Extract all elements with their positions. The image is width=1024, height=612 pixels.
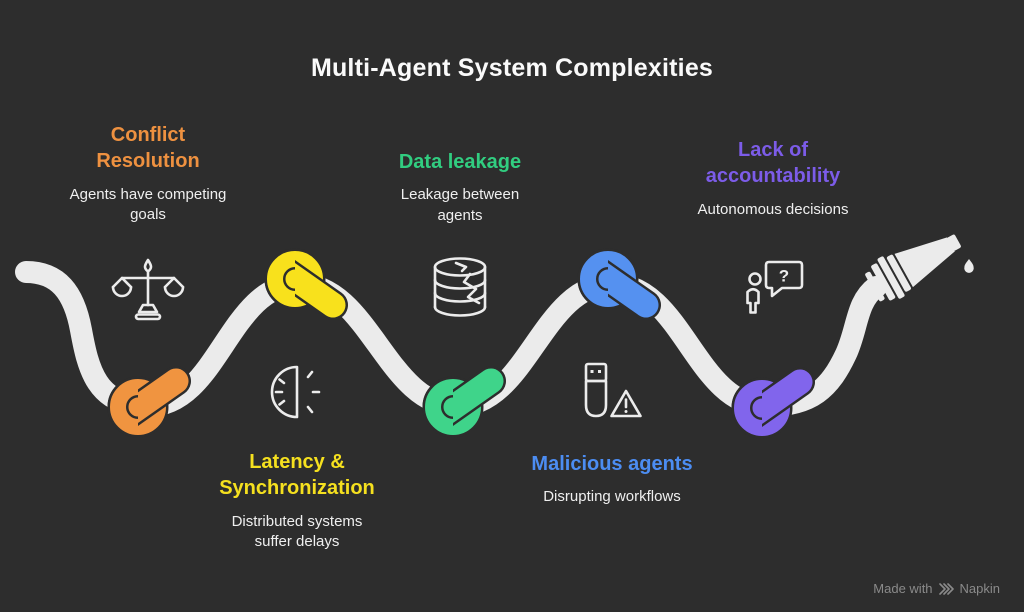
watermark-prefix: Made with — [873, 581, 933, 596]
half-clock-icon — [270, 365, 321, 419]
water-drop-icon — [964, 259, 974, 273]
knot-malicious-agents — [577, 248, 661, 320]
napkin-logo-icon — [938, 582, 954, 595]
section-subtitle: Autonomous decisions — [697, 200, 849, 218]
nozzle — [865, 234, 961, 302]
section-title: Malicious agents — [531, 453, 693, 475]
section-subtitle: Distributed systems suffer delays — [231, 512, 363, 551]
knot-shape — [586, 259, 659, 318]
section-subtitle: Agents have competing goals — [69, 185, 227, 224]
knot-shape — [116, 368, 189, 427]
section-title: Data leakage — [398, 151, 522, 173]
knot-shape — [734, 380, 763, 436]
section-subtitle: Disrupting workflows — [543, 488, 681, 506]
person-question-icon: ? — [746, 260, 804, 314]
knots-layer — [107, 248, 815, 439]
section-title: Latency & Synchronization — [219, 451, 375, 500]
svg-text:?: ? — [779, 267, 789, 286]
knot-shape — [110, 379, 139, 435]
usb-warning-icon — [584, 362, 642, 418]
cracked-database-icon — [433, 257, 487, 317]
knot-data-leakage — [422, 366, 506, 438]
section-title: Conflict Resolution — [96, 124, 200, 173]
watermark: Made with Napkin — [873, 581, 1000, 596]
section-label-malicious-agents: Malicious agents Disrupting workflows — [482, 451, 742, 508]
knot-lack-of-accountability — [731, 367, 815, 439]
section-title: Lack of accountability — [705, 139, 841, 188]
page-title: Multi-Agent System Complexities — [310, 54, 714, 82]
watermark-brand: Napkin — [959, 581, 1000, 596]
section-subtitle: Leakage between agents — [400, 186, 520, 225]
section-label-conflict-resolution: Conflict Resolution Agents have competin… — [18, 122, 278, 226]
knot-shape — [580, 251, 609, 307]
knot-shape — [425, 379, 454, 435]
section-label-latency-synchronization: Latency & Synchronization Distributed sy… — [167, 449, 427, 553]
knot-shape — [740, 369, 813, 428]
section-label-data-leakage: Data leakage Leakage between agents — [330, 149, 590, 227]
section-label-lack-of-accountability: Lack of accountability Autonomous decisi… — [643, 137, 903, 220]
knot-shape — [267, 251, 296, 307]
knot-shape — [273, 259, 346, 318]
knot-shape — [431, 368, 504, 427]
balance-scale-icon — [111, 258, 185, 321]
knot-conflict-resolution — [107, 366, 191, 438]
knot-latency-synchronization — [264, 248, 348, 320]
